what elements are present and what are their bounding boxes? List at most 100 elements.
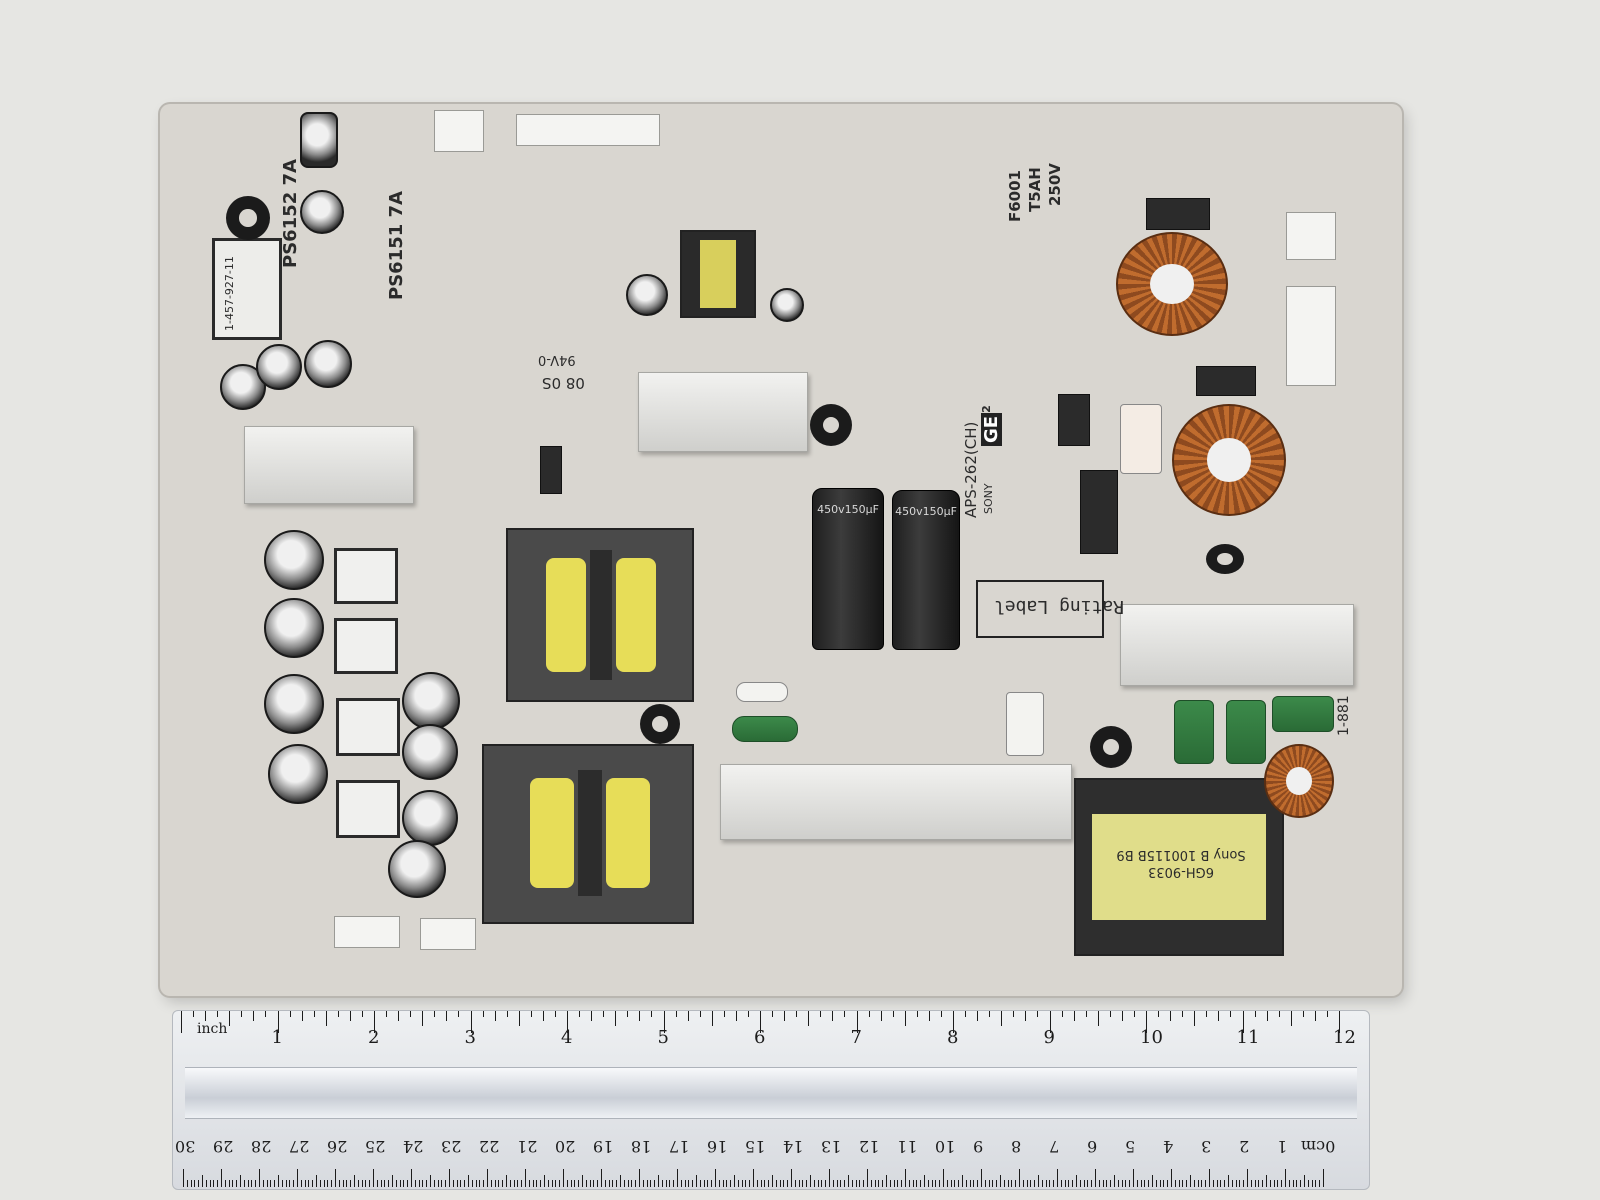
cm-tick — [300, 1180, 302, 1187]
cm-tick — [316, 1175, 317, 1187]
cm-tick — [620, 1175, 621, 1187]
cm-tick — [266, 1180, 268, 1187]
cm-tick — [920, 1180, 922, 1187]
capacitor-c3 — [264, 674, 324, 734]
cm-number: 28 — [251, 1137, 272, 1156]
inch-tick — [940, 1011, 942, 1017]
cm-number: 17 — [669, 1137, 690, 1156]
capacitor-c12 — [626, 274, 668, 316]
cm-tick — [699, 1180, 701, 1187]
cm-tick — [1136, 1180, 1138, 1187]
cm-tick — [494, 1180, 496, 1187]
cm-number: 5 — [1125, 1137, 1136, 1156]
inch-tick — [1001, 1011, 1003, 1026]
cm-tick — [893, 1180, 895, 1187]
inch-tick — [663, 1011, 665, 1033]
cm-tick — [848, 1175, 849, 1187]
rating-label-box: Rating Label — [976, 580, 1124, 638]
inch-tick — [1037, 1011, 1039, 1017]
cm-tick — [859, 1180, 861, 1187]
inch-tick — [1133, 1011, 1135, 1017]
cm-tick — [483, 1180, 485, 1187]
inch-tick — [772, 1011, 774, 1017]
mount-hole-3 — [640, 704, 680, 744]
cm-tick — [452, 1180, 454, 1187]
cm-unit-label: 0cm — [1301, 1137, 1336, 1156]
cm-tick — [924, 1175, 925, 1187]
cm-number: 18 — [631, 1137, 652, 1156]
inch-number: 2 — [368, 1027, 380, 1048]
inch-tick — [651, 1011, 653, 1017]
capacitor-c14 — [300, 112, 338, 168]
film-capacitor-3 — [1272, 696, 1334, 732]
transformer-aux — [680, 230, 756, 318]
heatsink-bottom — [720, 764, 1072, 840]
cm-tick — [304, 1180, 306, 1187]
inch-tick — [639, 1011, 641, 1021]
cm-tick — [1144, 1180, 1146, 1187]
cm-tick — [1007, 1180, 1009, 1187]
cm-tick — [908, 1180, 910, 1187]
cm-tick — [806, 1180, 808, 1187]
cm-tick — [984, 1180, 986, 1187]
cm-tick — [764, 1180, 766, 1187]
cm-tick — [669, 1180, 671, 1187]
inch-number: 7 — [850, 1027, 862, 1048]
cm-tick — [202, 1175, 203, 1187]
toroid-coil-top — [1116, 232, 1228, 336]
cm-tick — [194, 1180, 196, 1187]
cm-tick — [874, 1180, 876, 1187]
cm-tick — [190, 1180, 192, 1187]
transformer-lower — [482, 744, 694, 924]
cm-tick — [821, 1180, 823, 1187]
inch-tick — [844, 1011, 846, 1017]
cm-tick — [490, 1180, 492, 1187]
cm-tick — [840, 1180, 842, 1187]
film-capacitor-1 — [1174, 700, 1214, 764]
cm-tick — [1003, 1180, 1005, 1187]
heatsink-center — [638, 372, 808, 452]
cm-tick — [327, 1180, 329, 1187]
cm-tick — [209, 1180, 211, 1187]
capacitor-c6 — [402, 724, 458, 780]
cm-tick — [1174, 1180, 1176, 1187]
cm-tick — [376, 1180, 378, 1187]
connector-top-2 — [516, 114, 660, 146]
cm-tick — [251, 1180, 253, 1187]
cm-tick — [1323, 1169, 1324, 1187]
cm-tick — [623, 1180, 625, 1187]
cm-tick — [912, 1180, 914, 1187]
connector-right-1 — [1286, 212, 1336, 260]
fuse-ref-label: F6001 — [1006, 170, 1024, 222]
connector-bottom-1 — [334, 916, 400, 948]
cm-tick — [612, 1180, 614, 1187]
cm-tick — [281, 1180, 283, 1187]
cm-tick — [905, 1169, 906, 1187]
inch-tick — [880, 1011, 882, 1021]
part-number-label: 1-881 — [1336, 695, 1352, 736]
ps6152-label: PS6152 7A — [280, 159, 301, 268]
cm-tick — [574, 1180, 576, 1187]
inch-tick — [977, 1011, 979, 1021]
inch-tick — [458, 1011, 460, 1017]
cm-tick — [418, 1180, 420, 1187]
cm-tick — [627, 1180, 629, 1187]
rating-label-text: Rating Label — [994, 596, 1125, 617]
cm-tick — [1281, 1180, 1283, 1187]
cm-tick — [430, 1175, 431, 1187]
cm-tick — [931, 1180, 933, 1187]
cm-tick — [901, 1180, 903, 1187]
inch-tick — [301, 1011, 303, 1021]
cm-tick — [1262, 1180, 1264, 1187]
inch-tick — [1194, 1011, 1196, 1026]
cm-tick — [551, 1180, 553, 1187]
cm-number: 22 — [479, 1137, 500, 1156]
inch-tick — [989, 1011, 991, 1017]
cm-tick — [794, 1180, 796, 1187]
cm-tick — [1193, 1180, 1195, 1187]
inch-tick — [1339, 1011, 1340, 1033]
inductor-l2 — [334, 618, 398, 674]
cm-tick — [1254, 1180, 1256, 1187]
cm-tick — [236, 1180, 238, 1187]
cm-tick — [441, 1180, 443, 1187]
